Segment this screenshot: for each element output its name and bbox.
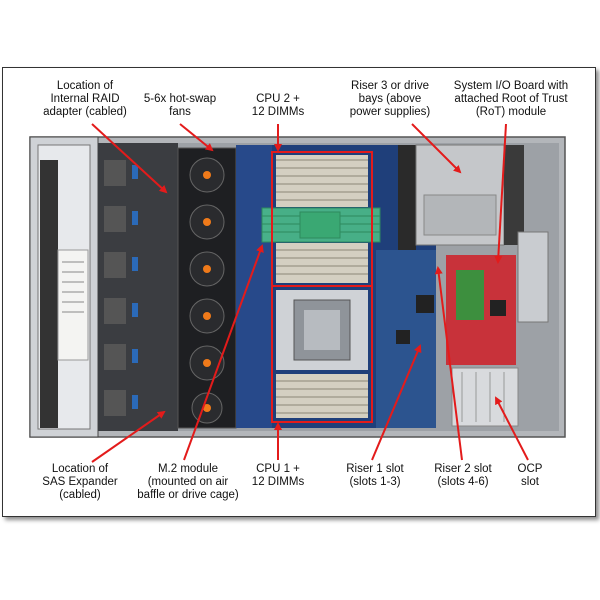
ocp-slot-area — [451, 231, 549, 427]
label-sas: Location of SAS Expander (cabled) — [42, 463, 118, 501]
label-ocp: OCP slot — [517, 463, 543, 488]
label-sysio: System I/O Board with attached Root of T… — [453, 80, 569, 118]
arrow-riser2 — [434, 266, 463, 461]
fan-icon — [189, 204, 225, 240]
label-cpu2: CPU 2 + 12 DIMMs — [251, 93, 305, 118]
dimm-slots-cpu2-upper — [276, 155, 368, 207]
label-riser2: Riser 2 slot (slots 4-6) — [434, 463, 492, 488]
arrow-m2 — [183, 244, 264, 461]
fan-bank — [177, 147, 237, 429]
arrow-ocp — [495, 396, 529, 461]
label-riser1: Riser 1 slot (slots 1-3) — [346, 463, 404, 488]
system-io-board — [446, 255, 516, 365]
dimm-slots-cpu1 — [276, 374, 368, 418]
arrow-riser3 — [411, 123, 462, 174]
callout-arrows — [91, 123, 529, 463]
fan-icon — [189, 298, 225, 334]
dimm-slots-cpu2-lower — [276, 243, 368, 283]
label-raid: Location of Internal RAID adapter (cable… — [43, 80, 127, 118]
riser3-drive-bay — [398, 144, 524, 250]
arrow-sas — [91, 410, 166, 463]
front-drive-bays — [29, 136, 99, 438]
cpu1-highlight-box — [271, 285, 373, 423]
m2-module — [261, 207, 381, 243]
arrow-riser1 — [371, 344, 422, 461]
fan-icon — [189, 251, 225, 287]
cpu-1-socket — [276, 290, 368, 370]
label-riser3: Riser 3 or drive bays (above power suppl… — [349, 80, 431, 118]
arrow-raid — [91, 123, 168, 194]
arrow-fans — [179, 123, 214, 152]
drive-cage-area — [98, 143, 178, 431]
arrow-sysio — [494, 123, 507, 264]
fan-icon — [189, 157, 225, 193]
label-m2: M.2 module (mounted on air baffle or dri… — [137, 463, 239, 501]
label-fans: 5-6x hot-swap fans — [143, 93, 217, 118]
label-cpu1: CPU 1 + 12 DIMMs — [251, 463, 305, 488]
